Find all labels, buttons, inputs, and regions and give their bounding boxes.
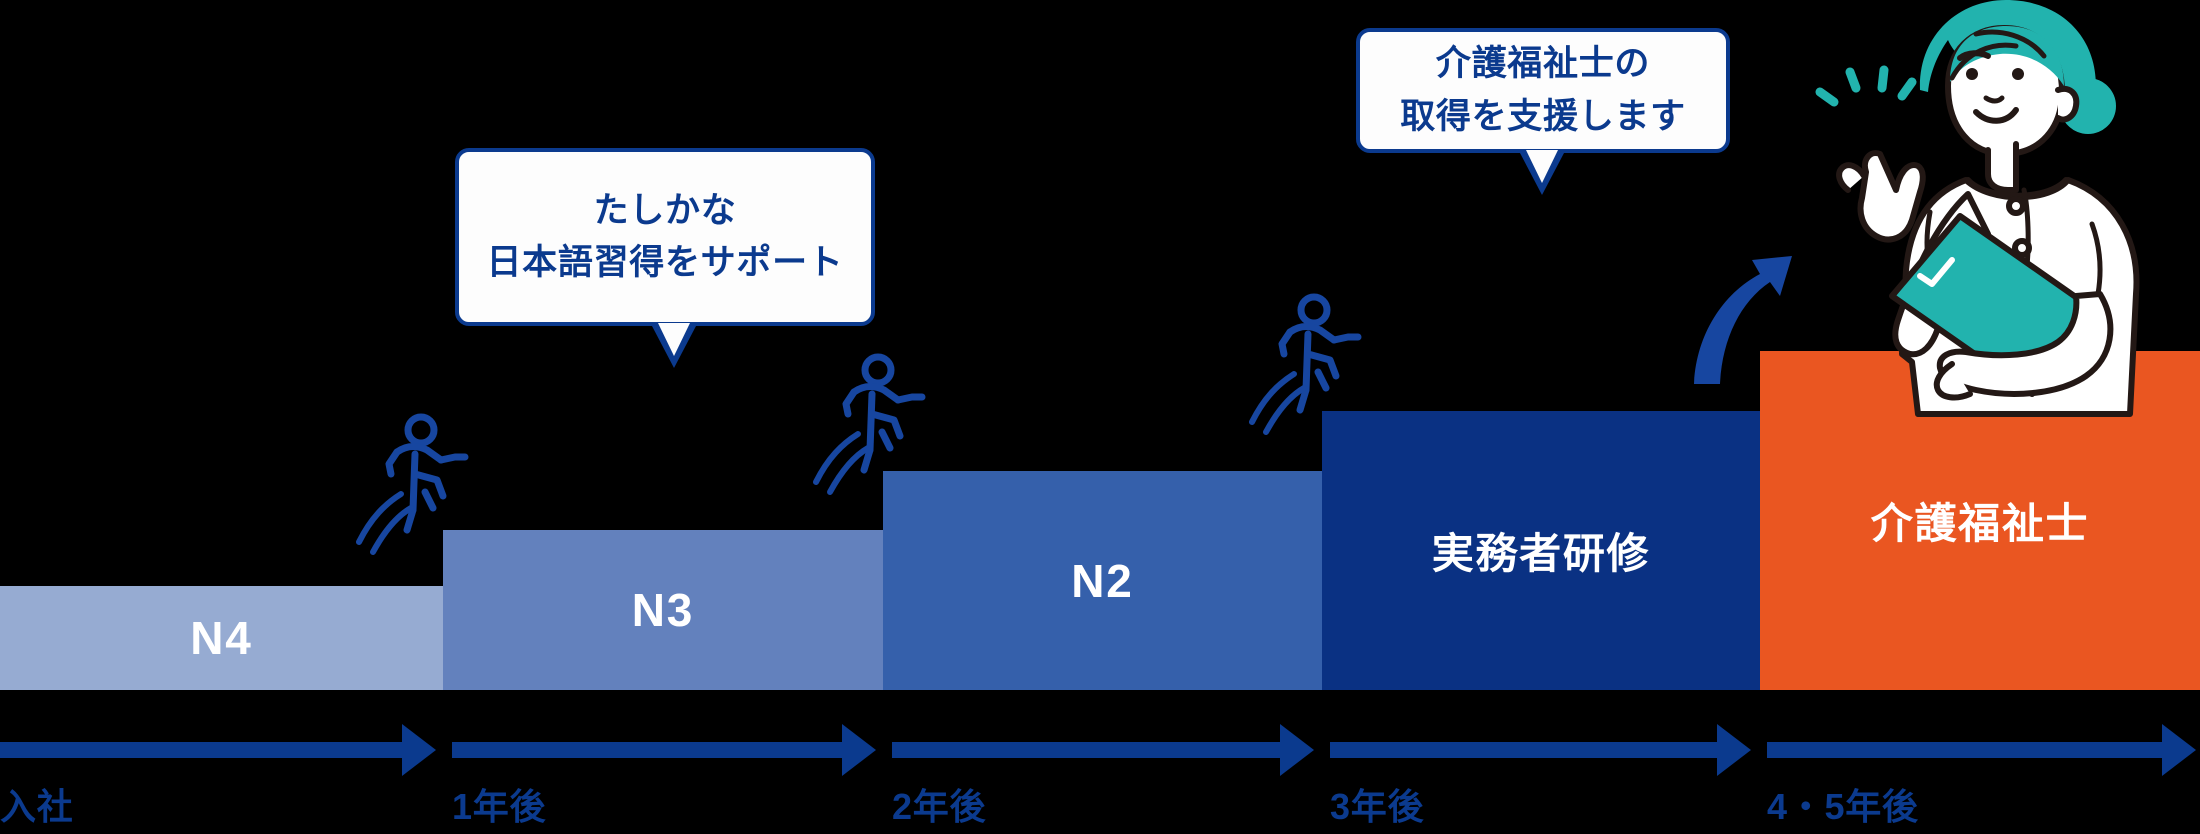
runner-icon [812, 352, 932, 507]
growth-arrow-icon [1694, 256, 1792, 384]
timeline-segment-line [1767, 742, 2162, 758]
step-bar-label: N4 [190, 612, 253, 664]
growth-arrow [1688, 248, 1808, 388]
timeline-segment-line [892, 742, 1280, 758]
step-bar-4: 実務者研修 [1322, 411, 1760, 690]
timeline-label-1: 入社 [0, 786, 74, 827]
step-bar-2: N3 [443, 530, 883, 690]
step-bar-1: N4 [0, 586, 443, 690]
timeline-arrowhead-icon [1280, 724, 1314, 776]
caregiver-figure-icon [1815, 0, 2140, 417]
caregiver-illustration [1800, 0, 2200, 417]
timeline-segment-line [0, 742, 402, 758]
timeline-arrowhead-icon [2162, 724, 2196, 776]
step-bar-label: 介護福祉士 [1870, 500, 2090, 547]
timeline-label-5: 4・5年後 [1767, 786, 1919, 827]
speech-bubble-text: 介護福祉士の [1435, 44, 1651, 83]
step-bar-label: 実務者研修 [1431, 530, 1651, 577]
timeline-label-4: 3年後 [1330, 786, 1425, 827]
timeline-arrowhead-icon [1717, 724, 1751, 776]
timeline-segment-line [1330, 742, 1717, 758]
speech-bubble-text: 日本語習得をサポート [486, 243, 844, 282]
runner-icon [355, 412, 475, 567]
speech-bubble-text: 取得を支援します [1400, 96, 1686, 136]
speech-bubble-certification-support: 介護福祉士の取得を支援します [1356, 28, 1730, 195]
step-bar-label: N3 [631, 584, 695, 636]
timeline-arrowhead-icon [842, 724, 876, 776]
step-bar-3: N2 [883, 471, 1322, 690]
step-bar-label: N2 [1071, 554, 1134, 607]
speech-bubble-text: たしかな [593, 190, 737, 230]
sparkle-icon [1815, 65, 1917, 107]
runner-icon [1248, 292, 1368, 447]
timeline-segment-line [452, 742, 842, 758]
timeline-label-3: 2年後 [892, 786, 987, 827]
timeline-label-2: 1年後 [452, 786, 547, 827]
timeline-arrowhead-icon [402, 724, 436, 776]
speech-bubble-language-support: たしかな日本語習得をサポート [455, 148, 875, 368]
